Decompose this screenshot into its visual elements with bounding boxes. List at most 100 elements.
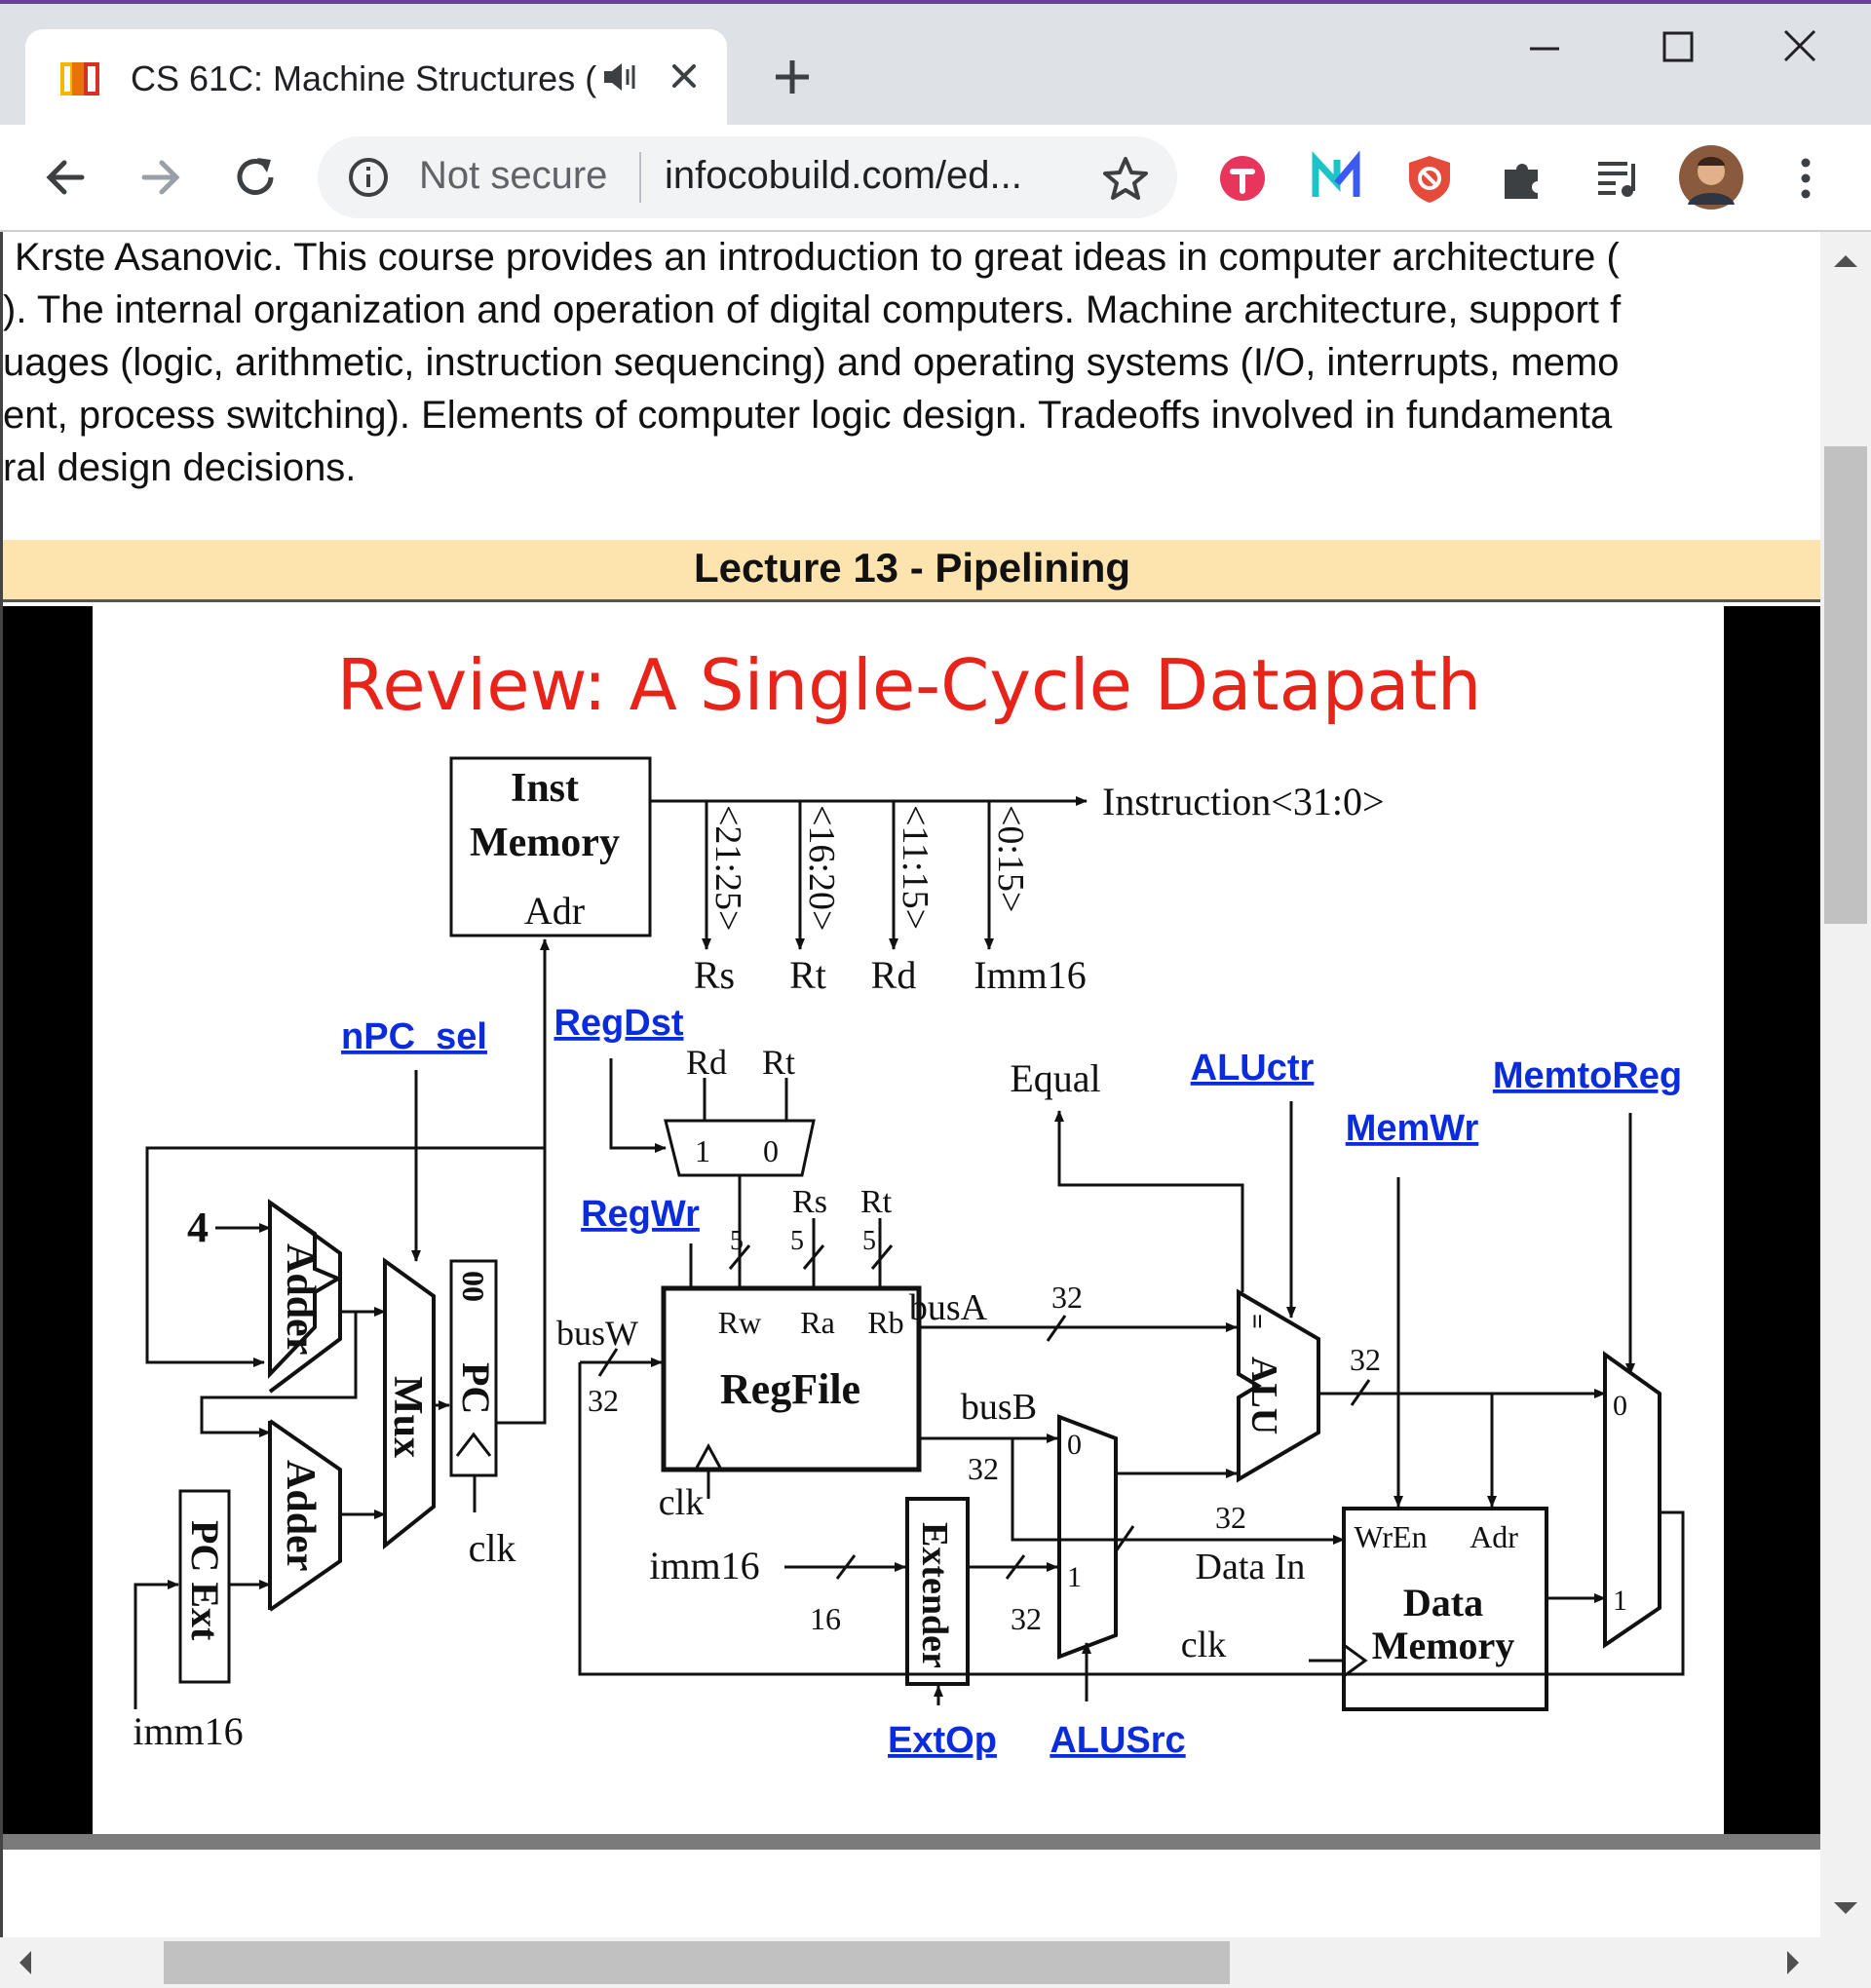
pc-increment-four: 4 [187,1204,209,1251]
omnibox-divider [639,152,641,203]
page-content: Krste Asanovic. This course provides an … [0,232,1820,1937]
scroll-right-icon[interactable] [1787,1951,1799,1974]
regfile-label: RegFile [720,1365,860,1413]
data-memory-label-2: Memory [1372,1624,1515,1667]
signal-regwr[interactable]: RegWr [581,1194,700,1235]
vertical-scrollbar[interactable] [1820,232,1871,1937]
tab-strip: CS 61C: Machine Structures ( [0,0,1871,129]
inst-memory-block [449,756,652,937]
busw-label: busW [556,1314,638,1353]
address-bar[interactable]: Not secure infocobuild.com/ed... [318,136,1177,218]
media-controls-icon[interactable] [1590,150,1647,207]
field-rs: Rs [694,953,735,997]
extension-n-logo-icon[interactable] [1308,150,1364,207]
video-progress-bar[interactable] [3,1834,1820,1850]
regdst-sel-1: 1 [695,1133,710,1168]
reload-icon[interactable] [228,150,283,205]
profile-avatar-icon[interactable] [1678,144,1744,210]
alusrc-mux [1057,1414,1118,1660]
adder-top-label: Adder [278,1243,323,1355]
signal-extop[interactable]: ExtOp [888,1720,997,1761]
alusrc-in-1: 1 [1067,1561,1082,1593]
browser-tab-active[interactable]: CS 61C: Machine Structures ( [25,29,727,129]
regdst-in-rd: Rd [686,1043,727,1082]
pc-zeros-label: 00 [456,1271,491,1302]
signal-aluctr[interactable]: ALUctr [1191,1048,1315,1089]
extension-shield-icon[interactable] [1401,150,1458,207]
slide-title: Review: A Single-Cycle Datapath [337,644,1482,726]
regfile-width-ra: 5 [790,1226,804,1256]
instruction-label: Instruction<31:0> [1102,780,1385,823]
pc-clk: clk [469,1526,516,1570]
browser-toolbar: Not secure infocobuild.com/ed... [0,125,1871,232]
scroll-up-icon[interactable] [1834,255,1857,267]
data-memory-wren: WrEn [1354,1519,1427,1554]
window-close-icon[interactable] [1766,23,1834,72]
signal-memtoreg[interactable]: MemtoReg [1493,1055,1682,1096]
horizontal-scrollbar[interactable] [0,1937,1871,1988]
description-line: Krste Asanovic. This course provides an … [15,236,1620,279]
browser-menu-icon[interactable] [1777,150,1834,207]
extension-red-circle-icon[interactable] [1214,150,1271,207]
regdst-sel-0: 0 [763,1133,779,1168]
extender-width-out: 32 [1011,1601,1042,1636]
description-line: uages (logic, arithmetic, instruction se… [3,341,1620,384]
busb-label: busB [961,1387,1037,1428]
regfile-rw: Rw [718,1305,761,1340]
equal-label: Equal [1010,1056,1100,1100]
signal-regdst[interactable]: RegDst [554,1003,683,1044]
audio-playing-icon[interactable] [600,55,639,99]
video-player[interactable]: Review: A Single-Cycle Datapath Inst Mem… [3,606,1820,1834]
wb-mux [1603,1351,1661,1649]
field-bits-rt: <16:20> [801,805,842,931]
extender-label: Extender [914,1522,955,1668]
field-rd: Rd [871,953,917,997]
signal-alusrc[interactable]: ALUSrc [1050,1720,1185,1761]
alu-eq-mark: = [1241,1314,1272,1329]
inst-memory-adr: Adr [524,889,585,933]
lecture-header: Lecture 13 - Pipelining [3,540,1820,602]
minimize-icon[interactable] [1510,23,1579,72]
regfile-rb: Rb [867,1305,903,1340]
field-bits-rd: <11:15> [895,805,936,930]
alusrc-in-0: 0 [1067,1429,1082,1461]
busa-label: busA [909,1287,988,1328]
pc-label: PC [454,1362,498,1414]
field-bits-imm: <0:15> [990,805,1031,912]
extender-imm16: imm16 [649,1544,759,1587]
scroll-down-icon[interactable] [1834,1902,1857,1914]
regfile-width-rb: 5 [862,1226,876,1256]
regfile-clk: clk [659,1482,704,1523]
data-in-label: Data In [1196,1547,1306,1587]
signal-memwr[interactable]: MemWr [1346,1108,1479,1149]
data-memory-clk: clk [1181,1625,1226,1665]
extensions-puzzle-icon[interactable] [1495,150,1551,207]
adder-top [268,1199,343,1379]
forward-arrow-icon[interactable] [133,150,187,205]
description-line: ral design decisions. [3,446,357,489]
wb-mux-in-1: 1 [1613,1585,1627,1617]
site-favicon-icon [60,62,99,96]
pc-ext-block [178,1489,231,1684]
signal-npc-sel[interactable]: nPC_sel [341,1016,487,1057]
vertical-scroll-thumb[interactable] [1824,446,1867,924]
security-status[interactable]: Not secure [419,154,608,197]
course-description: Krste Asanovic. This course provides an … [3,232,1820,524]
inst-memory-label-2: Memory [470,821,620,865]
new-tab-icon[interactable] [770,55,815,99]
back-arrow-icon[interactable] [39,150,94,205]
maximize-icon[interactable] [1643,23,1711,72]
bookmark-star-icon[interactable] [1101,154,1150,203]
horizontal-scroll-thumb[interactable] [164,1941,1230,1984]
regdst-in-rt: Rt [762,1043,795,1082]
alu-out-width: 32 [1350,1342,1381,1377]
regfile-rt-input: Rt [860,1184,893,1220]
extender-width-in: 16 [810,1601,841,1636]
site-info-icon[interactable] [347,156,390,199]
regfile-rs-input: Rs [792,1184,827,1220]
datapath-diagram: Review: A Single-Cycle Datapath Inst Mem… [133,644,1685,1761]
scroll-left-icon[interactable] [19,1951,31,1974]
url-text[interactable]: infocobuild.com/ed... [665,154,1022,197]
close-tab-icon[interactable] [665,57,704,96]
alu-block [1237,1288,1320,1483]
